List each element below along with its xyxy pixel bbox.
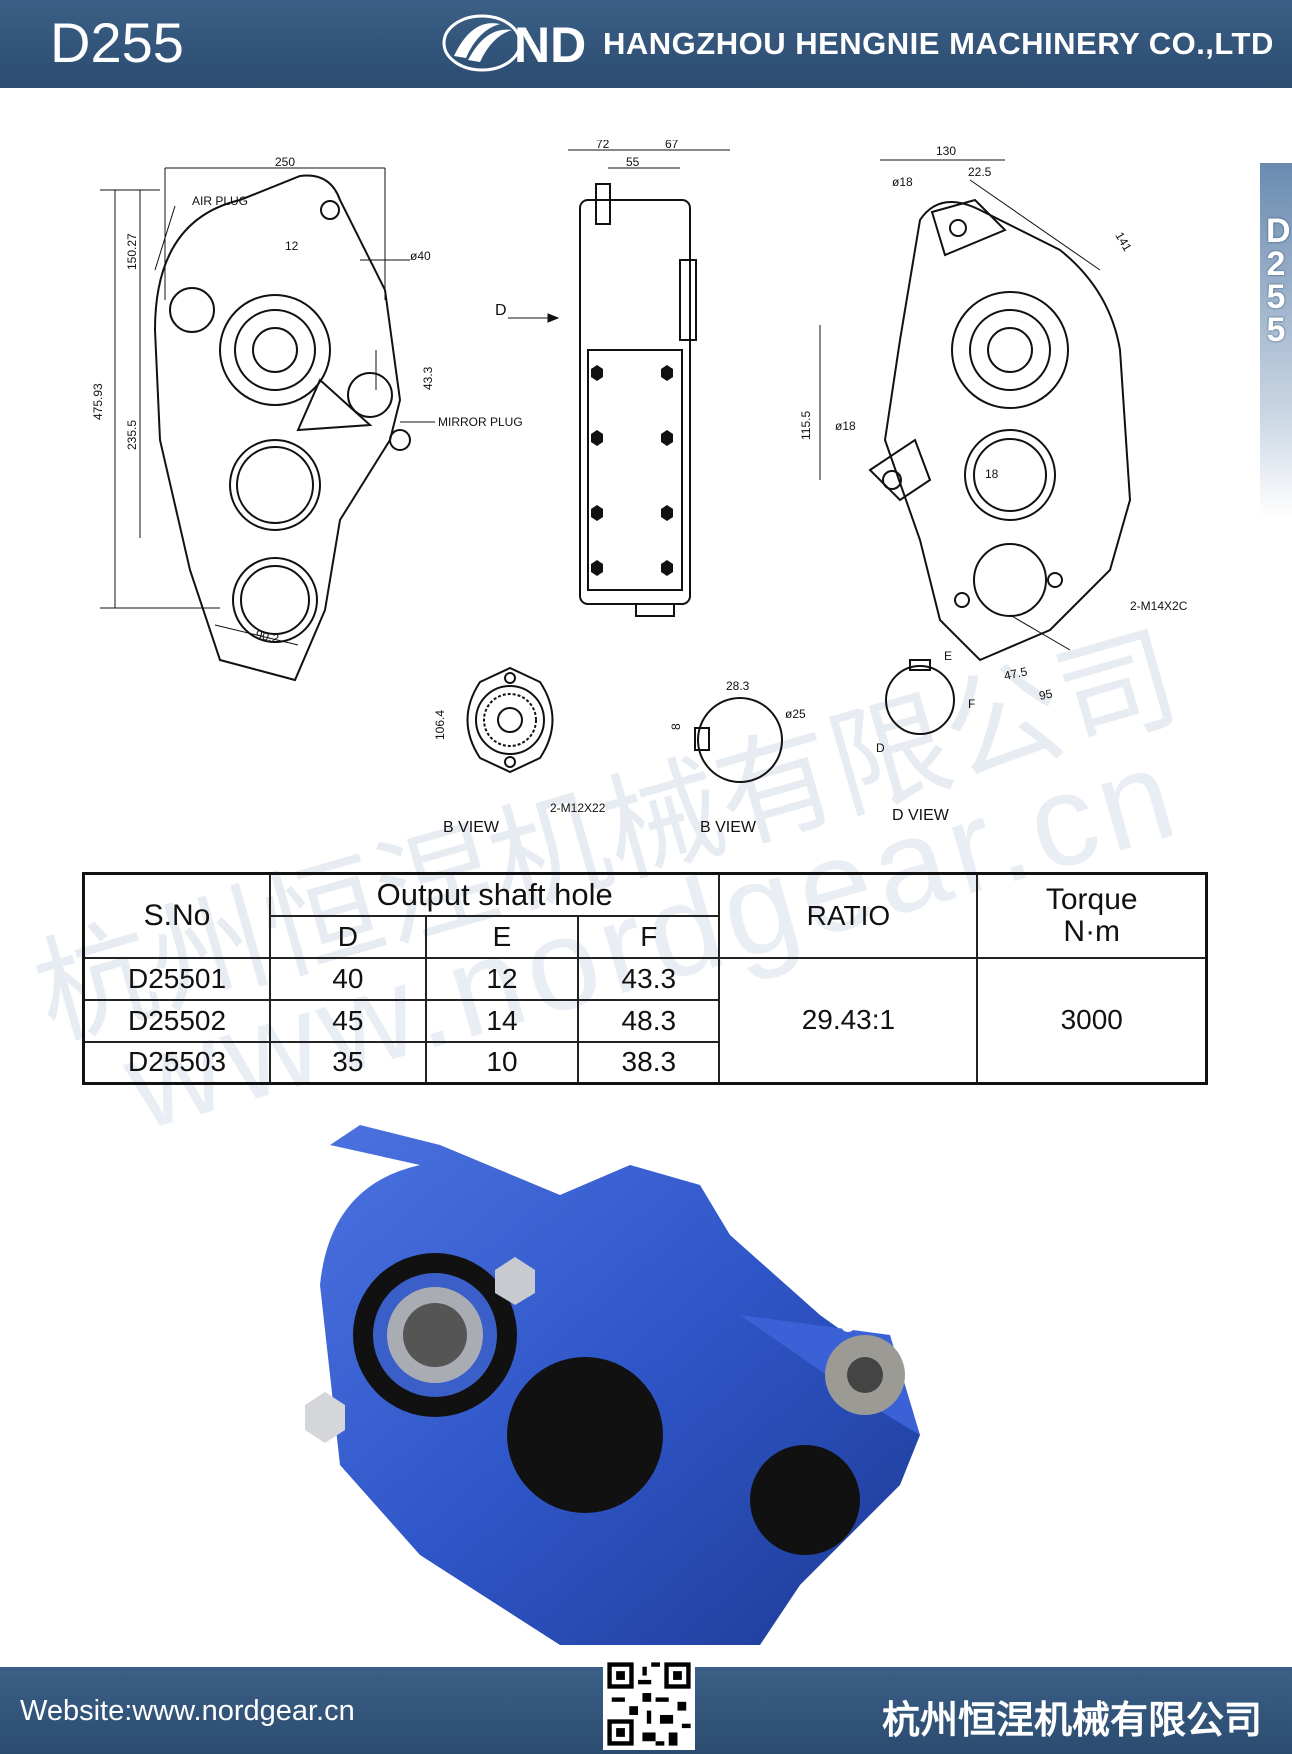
d-view-e: E	[944, 649, 952, 663]
th-f: F	[577, 914, 721, 959]
front-housing-outline	[153, 174, 402, 682]
d-view-bore	[885, 665, 955, 735]
dim-235: 235.5	[125, 420, 139, 450]
th-torque-2: N·m	[1063, 914, 1121, 948]
row-e: 12	[424, 956, 580, 1001]
model-title: D255	[50, 11, 184, 74]
side-tab-label: D255	[1266, 212, 1291, 349]
row-sno: D25501	[82, 956, 272, 1001]
company-name: HANGZHOU HENGNIE MACHINERY CO.,LTD	[603, 26, 1274, 61]
dim-phi18-top: ø18	[892, 175, 913, 189]
qr-code	[603, 1658, 695, 1750]
dim-47-5: 47.5	[1003, 664, 1029, 683]
product-middle-cover	[507, 1357, 663, 1513]
dim-phi25: ø25	[785, 707, 806, 721]
dim-55: 55	[626, 155, 640, 169]
table-row: D25502 45 14 48.3	[82, 998, 1207, 1043]
th-output-shaft-hole: Output shaft hole	[269, 872, 721, 917]
dim-67: 67	[665, 140, 679, 151]
row-e: 14	[424, 998, 580, 1043]
dim-18: 18	[985, 467, 999, 481]
row-f: 38.3	[577, 1040, 721, 1085]
dim-475: 475.93	[91, 383, 105, 420]
dim-key-12: 12	[285, 239, 299, 253]
air-plug-label: AIR PLUG	[192, 194, 248, 208]
product-plug-side	[305, 1392, 345, 1443]
table-row: D25503 35 10 38.3	[82, 1040, 1207, 1085]
row-d: 45	[269, 998, 427, 1043]
gearbox-product-image	[305, 1125, 920, 1645]
dim-141: 141	[1112, 230, 1134, 255]
row-f: 48.3	[577, 998, 721, 1043]
row-sno: D25503	[82, 1040, 272, 1085]
dim-bore-40: ø40	[410, 249, 431, 263]
mirror-plug-label: MIRROR PLUG	[438, 415, 523, 429]
mirror-plug	[347, 372, 393, 418]
dim-95: 95	[1038, 686, 1054, 703]
d-view-f: F	[968, 697, 975, 711]
b-view-label: B VIEW	[443, 819, 500, 836]
front-middle-bore	[229, 439, 321, 531]
dim-115-5: 115.5	[799, 411, 813, 440]
company-logo: ND	[442, 14, 586, 73]
row-f: 43.3	[577, 956, 721, 1001]
side-tab: D255	[1260, 163, 1292, 518]
side-housing-outline	[579, 199, 691, 605]
dim-43: 43.3	[421, 366, 435, 390]
row-e: 10	[424, 1040, 580, 1085]
dim-130: 130	[936, 144, 956, 158]
b-view-flange	[466, 666, 554, 774]
dim-phi18-mid: ø18	[835, 419, 856, 433]
front-lower-bore	[232, 557, 318, 643]
th-e: E	[424, 914, 580, 959]
b-view2-label: B VIEW	[700, 819, 757, 836]
th-torque: Torque N·m	[976, 872, 1208, 959]
row-sno: D25502	[82, 998, 272, 1043]
thread-m12: 2-M12X22	[550, 801, 606, 815]
dim-22-5: 22.5	[968, 165, 992, 179]
torque-value: 3000	[976, 956, 1208, 1085]
dim-72: 72	[596, 140, 610, 151]
product-plug-top	[495, 1257, 535, 1305]
th-sno: S.No	[82, 872, 272, 959]
air-plug	[169, 287, 215, 333]
th-torque-1: Torque	[1045, 882, 1138, 916]
product-lower-cover	[750, 1445, 860, 1555]
view-arrow-d: D	[495, 302, 507, 319]
th-ratio: RATIO	[718, 872, 979, 959]
thread-m14: 2-M14X2C	[1130, 599, 1188, 613]
dim-90: 90.2	[254, 627, 280, 646]
d-view-label: D VIEW	[892, 807, 950, 824]
rear-housing-outline	[883, 201, 1132, 662]
front-output-shaft	[219, 294, 331, 406]
footer-website: Website:www.nordgear.cn	[20, 1695, 355, 1727]
technical-drawing: 250 475.93 150.27 235.5 90.2 43.3 12 ø40…	[91, 140, 1188, 836]
dim-150: 150.27	[125, 233, 139, 270]
th-d: D	[269, 914, 427, 959]
dim-106-4: 106.4	[433, 710, 447, 740]
footer-company-cn: 杭州恒涅机械有限公司	[881, 1698, 1262, 1742]
logo-text: ND	[514, 17, 586, 73]
page-header: D255 ND HANGZHOU HENGNIE MACHINERY CO.,L…	[0, 0, 1292, 88]
dim-8: 8	[669, 723, 683, 730]
d-view-d: D	[876, 741, 885, 755]
spec-table: S.No Output shaft hole RATIO Torque N·m …	[82, 872, 1208, 1085]
ratio-value: 29.43:1	[718, 956, 979, 1085]
b-view2-bore	[697, 697, 783, 783]
row-d: 40	[269, 956, 427, 1001]
rear-output-shaft	[951, 291, 1069, 409]
dim-28-3: 28.3	[726, 679, 750, 693]
row-d: 35	[269, 1040, 427, 1085]
table-row: D25501 40 12 43.3 29.43:1 3000	[82, 956, 1208, 1085]
dim-250: 250	[275, 155, 295, 169]
